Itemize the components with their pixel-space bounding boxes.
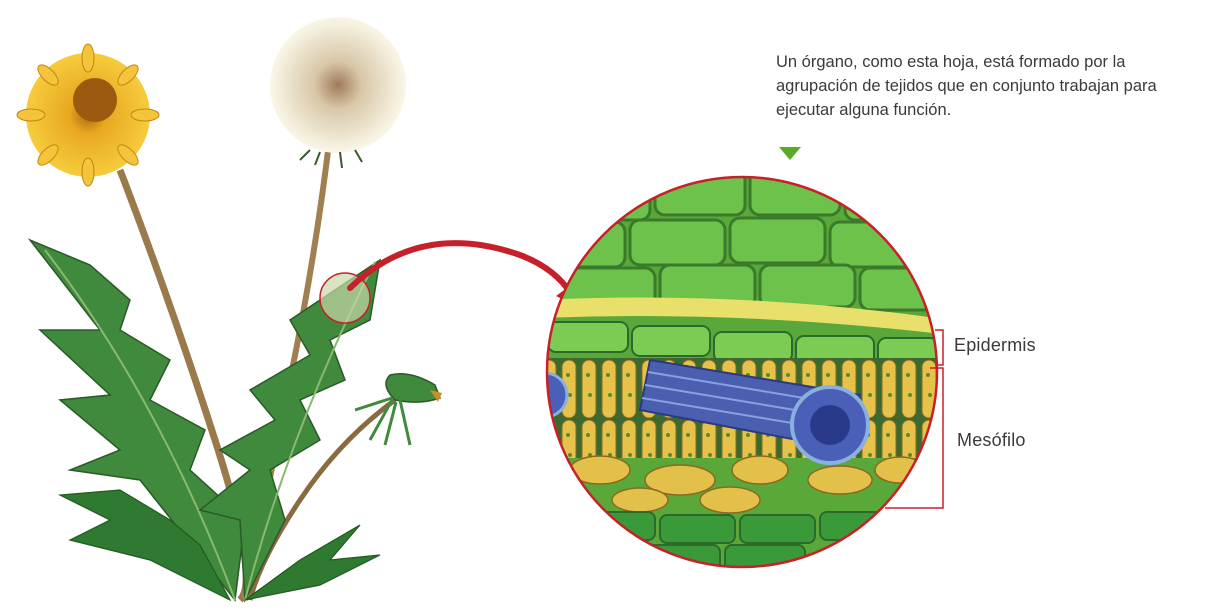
caption-pointer xyxy=(779,147,801,160)
mesofilo-label: Mesófilo xyxy=(957,430,1026,451)
vein-core xyxy=(810,405,850,445)
caption-text: Un órgano, como esta hoja, está formado … xyxy=(776,50,1196,122)
bud-sepals xyxy=(355,398,410,445)
dandelion-plant xyxy=(17,17,442,600)
seed-head xyxy=(270,17,406,153)
seed-head-bracts xyxy=(300,150,362,168)
epidermis-label: Epidermis xyxy=(954,335,1036,356)
flower-center xyxy=(73,78,117,122)
vein-end-left xyxy=(523,373,567,417)
flower-bud xyxy=(386,374,440,402)
zoom-arrow xyxy=(350,243,572,295)
leaf-cross-section xyxy=(523,170,950,580)
